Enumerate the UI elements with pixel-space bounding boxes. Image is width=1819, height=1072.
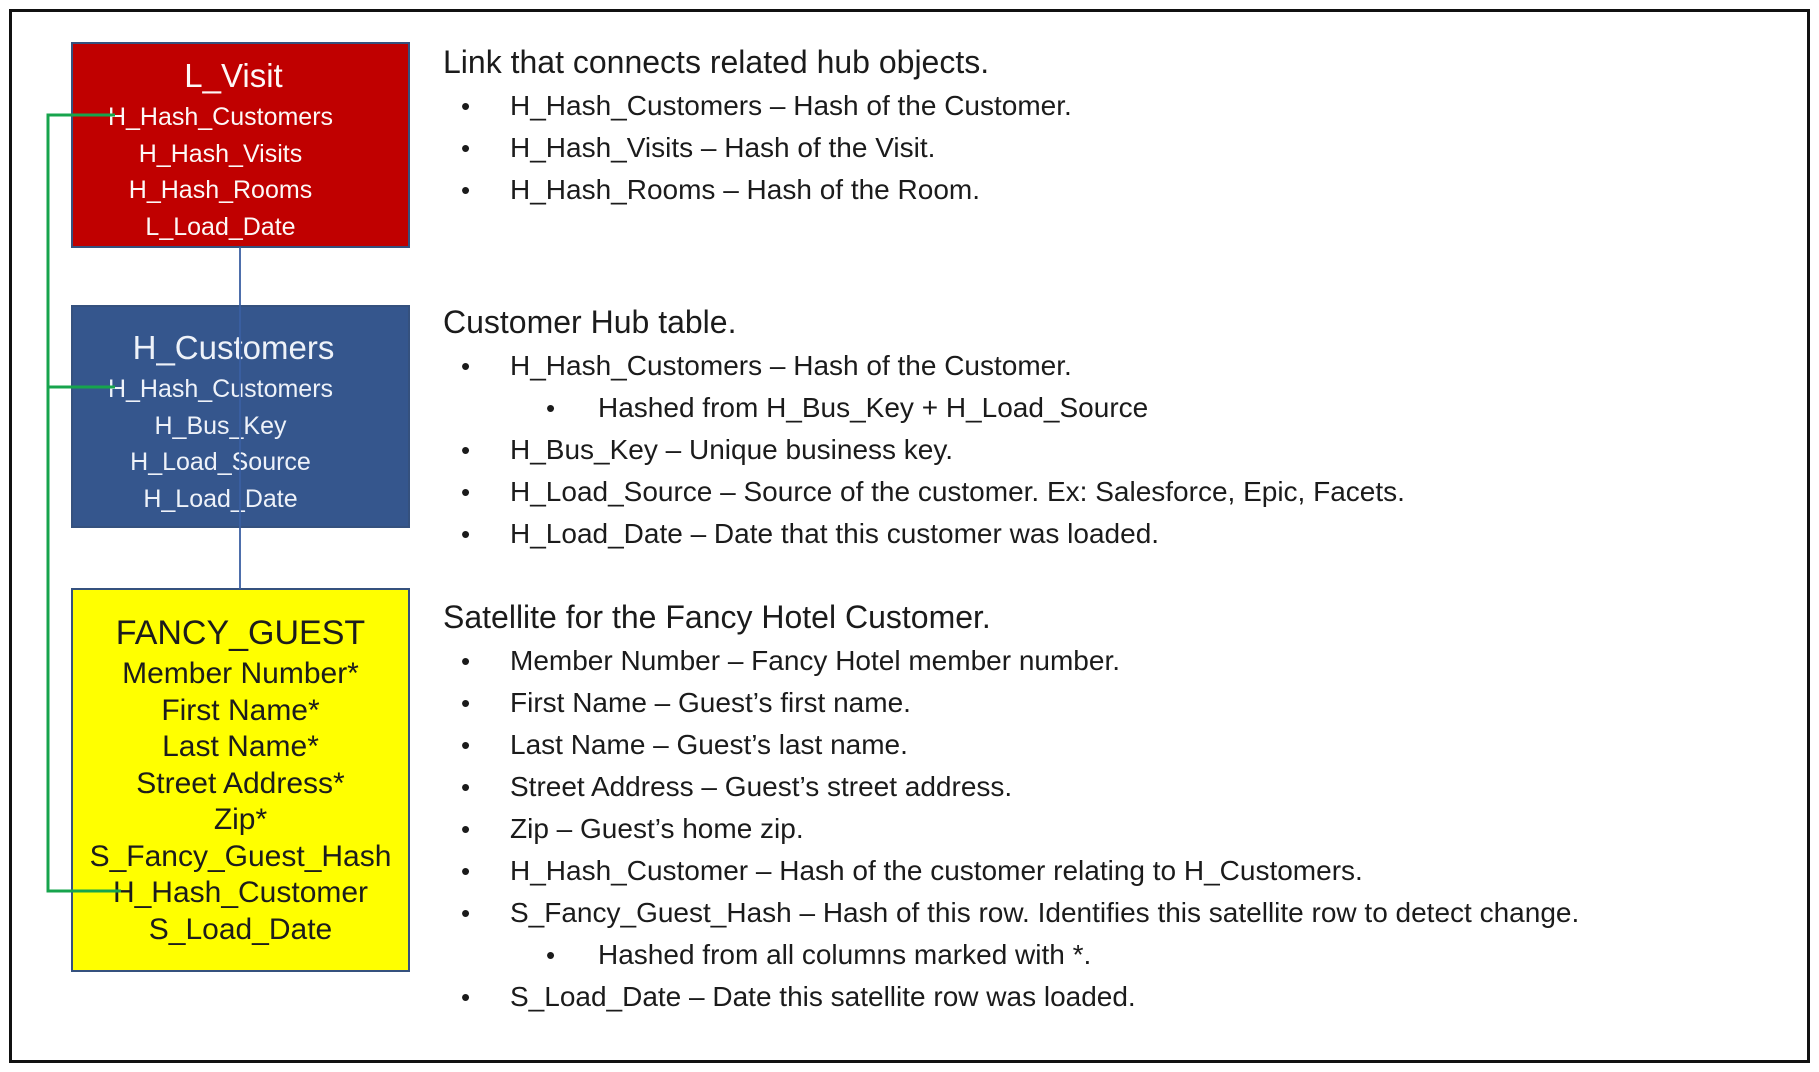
bullet-icon: •	[461, 477, 471, 507]
bullet-icon: •	[546, 393, 556, 423]
note-bullet: • H_Hash_Customers – Hash of the Customer…	[443, 345, 1803, 387]
bullet-icon: •	[461, 730, 471, 760]
note-bullet: • Last Name – Guest’s last name.	[443, 724, 1803, 766]
entity-field: H_Bus_Key	[154, 411, 287, 440]
note-bullet-text: H_Hash_Customer – Hash of the customer r…	[510, 855, 1363, 886]
note-bullet-text: H_Load_Source – Source of the customer. …	[510, 476, 1405, 507]
note-bullet: • S_Load_Date – Date this satellite row w…	[443, 976, 1803, 1018]
note-sub-bullet: • Hashed from H_Bus_Key + H_Load_Source	[443, 387, 1803, 429]
note-bullets: • Member Number – Fancy Hotel member numb…	[443, 640, 1803, 1018]
note-bullet-text: S_Fancy_Guest_Hash – Hash of this row. I…	[510, 897, 1580, 928]
note-bullet-text: Last Name – Guest’s last name.	[510, 729, 908, 760]
note-bullet: • Zip – Guest’s home zip.	[443, 808, 1803, 850]
entity-title: H_Customers	[132, 329, 335, 366]
note-bullet: • S_Fancy_Guest_Hash – Hash of this row. …	[443, 892, 1803, 934]
note-bullet-text: Member Number – Fancy Hotel member numbe…	[510, 645, 1120, 676]
note-bullet: • First Name – Guest’s first name.	[443, 682, 1803, 724]
note-heading: Link that connects related hub objects.	[443, 44, 990, 80]
entity-field: First Name*	[161, 693, 320, 727]
bullet-icon: •	[461, 646, 471, 676]
note-bullet: • H_Hash_Rooms – Hash of the Room.	[443, 169, 1803, 211]
note-bullet-text: H_Bus_Key – Unique business key.	[510, 434, 954, 465]
note-block-link: Link that connects related hub objects. …	[443, 39, 1803, 211]
note-bullet: • Street Address – Guest’s street address…	[443, 766, 1803, 808]
bullet-icon: •	[546, 940, 556, 970]
note-bullets: • H_Hash_Customers – Hash of the Customer…	[443, 85, 1803, 211]
entity-field: Last Name*	[162, 730, 319, 763]
note-bullet: • H_Hash_Customer – Hash of the customer …	[443, 850, 1803, 892]
entity-title: FANCY_GUEST	[115, 614, 366, 652]
entity-box-fancy-guest: FANCY_GUEST Member Number*First Name*Las…	[71, 588, 410, 972]
note-bullets: • H_Hash_Customers – Hash of the Customer…	[443, 345, 1803, 555]
note-bullet-text: H_Hash_Rooms – Hash of the Room.	[510, 174, 980, 205]
note-bullet: • H_Bus_Key – Unique business key.	[443, 429, 1803, 471]
entity-field: Member Number*	[122, 657, 359, 690]
entity-title: L_Visit	[184, 57, 283, 94]
note-bullet: • H_Hash_Visits – Hash of the Visit.	[443, 127, 1803, 169]
entity-field: H_Hash_Visits	[138, 139, 303, 168]
entity-field: Zip*	[213, 803, 268, 836]
note-bullet: • H_Load_Source – Source of the customer.…	[443, 471, 1803, 513]
note-bullet-text: H_Hash_Customers – Hash of the Customer.	[510, 90, 1072, 121]
note-bullet-text: Zip – Guest’s home zip.	[510, 813, 804, 844]
bullet-icon: •	[461, 898, 471, 928]
note-block-satellite: Satellite for the Fancy Hotel Customer. …	[443, 594, 1803, 1018]
bullet-icon: •	[461, 175, 471, 205]
note-bullet: • H_Load_Date – Date that this customer w…	[443, 513, 1803, 555]
entity-field: H_Hash_Rooms	[128, 176, 313, 204]
note-sub-bullet: • Hashed from all columns marked with *.	[443, 934, 1803, 976]
note-bullet-text: Street Address – Guest’s street address.	[510, 771, 1013, 802]
bullet-icon: •	[461, 435, 471, 465]
bullet-icon: •	[461, 688, 471, 718]
entity-field: H_Load_Source	[130, 448, 311, 476]
bullet-icon: •	[461, 519, 471, 549]
note-bullet-text: Hashed from all columns marked with *.	[598, 939, 1092, 970]
bullet-icon: •	[461, 772, 471, 802]
bullet-icon: •	[461, 982, 471, 1012]
entity-field: S_Load_Date	[148, 912, 333, 946]
entity-field: S_Fancy_Guest_Hash	[89, 839, 392, 873]
bullet-icon: •	[461, 91, 471, 121]
note-bullet: • H_Hash_Customers – Hash of the Customer…	[443, 85, 1803, 127]
entity-field: L_Load_Date	[145, 212, 296, 241]
bullet-icon: •	[461, 133, 471, 163]
note-bullet-text: S_Load_Date – Date this satellite row wa…	[510, 981, 1136, 1012]
bullet-icon: •	[461, 814, 471, 844]
bullet-icon: •	[461, 351, 471, 381]
note-block-hub: Customer Hub table. • H_Hash_Customers – …	[443, 299, 1803, 555]
entity-field: H_Hash_Customers	[107, 375, 334, 403]
entity-field: H_Hash_Customer	[112, 876, 369, 909]
entity-fields: Member Number*First Name*Last Name*Stree…	[73, 656, 408, 948]
entity-field: H_Hash_Customers	[107, 103, 334, 131]
bullet-icon: •	[461, 856, 471, 886]
entity-field: H_Load_Date	[143, 484, 298, 513]
note-bullet-text: H_Hash_Visits – Hash of the Visit.	[510, 132, 936, 163]
note-bullet-text: H_Load_Date – Date that this customer wa…	[510, 518, 1160, 549]
note-heading: Customer Hub table.	[443, 304, 737, 340]
entity-field: Street Address*	[136, 766, 345, 800]
note-bullet-text: Hashed from H_Bus_Key + H_Load_Source	[598, 392, 1149, 423]
note-bullet-text: H_Hash_Customers – Hash of the Customer.	[510, 350, 1072, 381]
note-bullet-text: First Name – Guest’s first name.	[510, 687, 911, 718]
note-bullet: • Member Number – Fancy Hotel member numb…	[443, 640, 1803, 682]
note-heading: Satellite for the Fancy Hotel Customer.	[443, 599, 991, 635]
